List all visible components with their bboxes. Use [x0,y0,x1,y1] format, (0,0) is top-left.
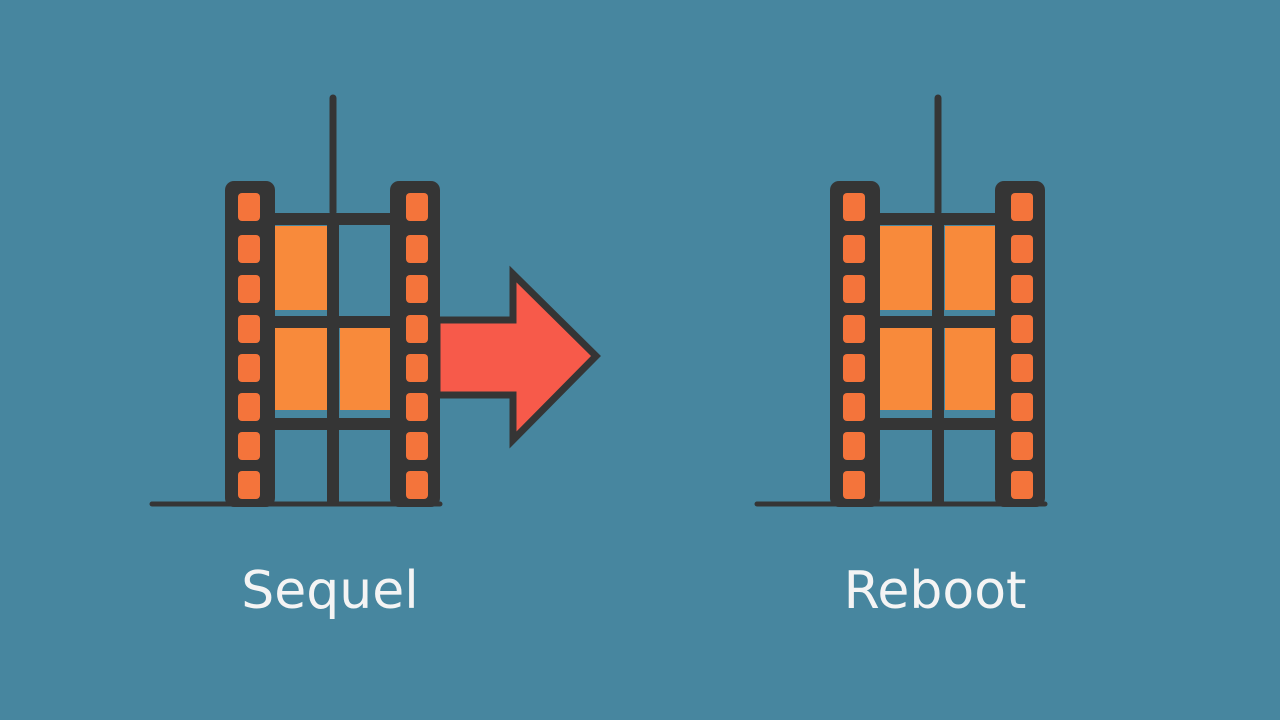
sprocket-hole [238,471,260,499]
film-frame [274,226,328,310]
sprocket-hole [1011,193,1033,221]
sprocket-hole [406,354,428,382]
sprocket-hole [1011,235,1033,263]
film-frame [879,226,933,310]
sprocket-hole [238,235,260,263]
film-strip-icon [149,94,443,507]
right-rail [390,181,440,507]
frame-divider [327,213,339,504]
sprocket-hole [1011,393,1033,421]
label-sequel: Sequel [241,561,419,621]
sprocket-hole [238,193,260,221]
sprocket-hole [238,354,260,382]
sprocket-hole [843,432,865,460]
sprocket-hole [406,393,428,421]
film-frame [945,226,999,310]
sprocket-hole [406,275,428,303]
right-rail [995,181,1045,507]
sprocket-hole [1011,315,1033,343]
sprocket-hole [843,471,865,499]
sprocket-hole [1011,432,1033,460]
sprocket-hole [1011,471,1033,499]
sprocket-hole [843,354,865,382]
sprocket-hole [238,315,260,343]
sprocket-hole [1011,275,1033,303]
sprocket-hole [406,235,428,263]
film-frame [945,326,999,410]
sprocket-hole [843,235,865,263]
film-strip-icon [754,94,1048,507]
sprocket-hole [406,432,428,460]
film-frame [340,326,394,410]
sprocket-hole [843,315,865,343]
left-rail [225,181,275,507]
left-rail [830,181,880,507]
sprocket-hole [238,275,260,303]
label-reboot: Reboot [843,561,1027,621]
frame-divider [932,213,944,504]
sprocket-hole [1011,354,1033,382]
sprocket-hole [238,393,260,421]
sprocket-hole [843,275,865,303]
sprocket-hole [406,315,428,343]
film-frame [274,326,328,410]
sprocket-hole [406,471,428,499]
sprocket-hole [843,393,865,421]
sprocket-hole [238,432,260,460]
sprocket-hole [843,193,865,221]
sprocket-hole [406,193,428,221]
arrow-right-icon [433,265,601,449]
film-frame [879,326,933,410]
